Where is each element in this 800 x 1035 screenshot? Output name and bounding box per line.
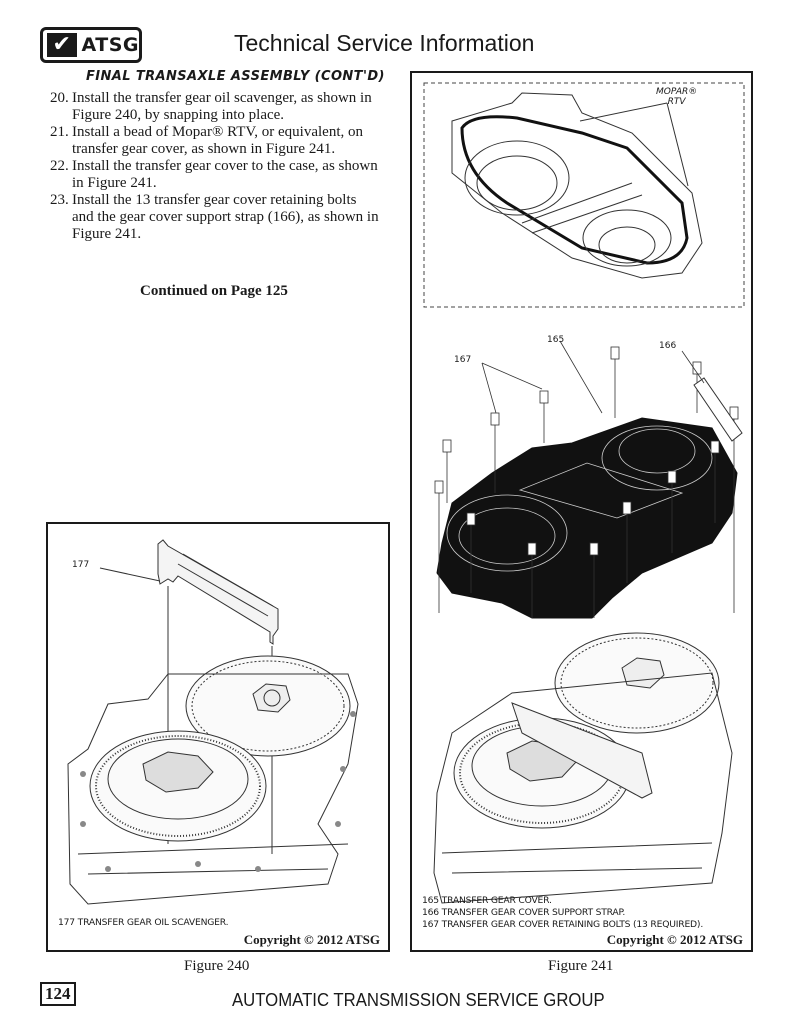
legend-list: 165 TRANSFER GEAR COVER. 166 TRANSFER GE… — [422, 895, 703, 931]
copyright: Copyright © 2012 ATSG — [606, 932, 743, 947]
atsg-logo: ✔ ATSG — [40, 27, 142, 63]
step-text: Install the transfer gear oil scavenger,… — [72, 90, 372, 123]
copyright: Copyright © 2012 ATSG — [243, 932, 380, 947]
figure-caption: Figure 240 — [184, 958, 250, 974]
rtv-label: MOPAR® RTV — [656, 87, 697, 107]
step-item: 21.Install a bead of Mopar® RTV, or equi… — [50, 124, 380, 158]
callout-167: 167 — [454, 355, 472, 365]
step-number: 22. — [50, 158, 69, 174]
checkmark-icon: ✔ — [47, 33, 77, 57]
figure-241: MOPAR® RTV 165 166 167 165 TRANSFER GEAR… — [410, 71, 753, 952]
step-number: 21. — [50, 124, 69, 140]
cover-illustration — [423, 82, 745, 904]
page-number: 124 — [40, 982, 76, 1006]
legend-item: 165 TRANSFER GEAR COVER. — [422, 895, 552, 906]
logo-text: ATSG — [81, 34, 139, 56]
rtv-inset-border — [423, 82, 745, 308]
legend-item: 166 TRANSFER GEAR COVER SUPPORT STRAP. — [422, 907, 626, 918]
continued-note: Continued on Page 125 — [140, 283, 288, 299]
callout-166: 166 — [659, 341, 677, 351]
rtv-label-line1: MOPAR® — [656, 87, 698, 97]
step-text: Install the transfer gear cover to the c… — [72, 158, 378, 191]
instruction-steps: 20.Install the transfer gear oil scaveng… — [50, 90, 380, 243]
step-item: 23.Install the 13 transfer gear cover re… — [50, 192, 380, 243]
figure-caption: Figure 241 — [548, 958, 614, 974]
step-number: 23. — [50, 192, 69, 208]
step-text: Install the 13 transfer gear cover retai… — [72, 192, 379, 242]
footer-org: AUTOMATIC TRANSMISSION SERVICE GROUP — [232, 990, 605, 1010]
rtv-label-line2: RTV — [667, 97, 686, 107]
step-item: 20.Install the transfer gear oil scaveng… — [50, 90, 380, 124]
page-title: Technical Service Information — [234, 30, 535, 56]
legend-item: 167 TRANSFER GEAR COVER RETAINING BOLTS … — [422, 919, 704, 930]
step-item: 22.Install the transfer gear cover to th… — [50, 158, 380, 192]
legend-item: 177 TRANSFER GEAR OIL SCAVENGER. — [58, 917, 229, 928]
callout-177: 177 — [72, 560, 90, 570]
step-number: 20. — [50, 90, 69, 106]
figure-240: 177 177 TRANSFER GEAR OIL SCAVENGER. Cop… — [46, 522, 390, 952]
scavenger-illustration — [67, 539, 359, 905]
step-text: Install a bead of Mopar® RTV, or equival… — [72, 124, 363, 157]
section-title: FINAL TRANSAXLE ASSEMBLY (CONT'D) — [86, 69, 385, 84]
callout-165: 165 — [547, 335, 565, 345]
